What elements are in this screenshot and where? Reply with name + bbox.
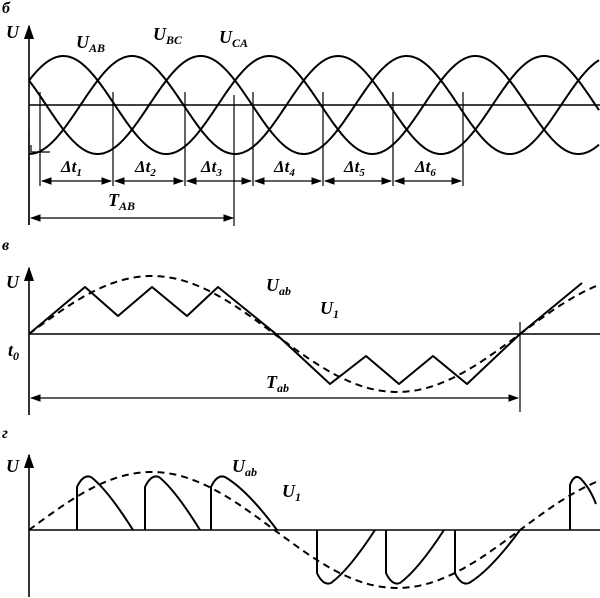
interval-label-3: Δt3 (200, 157, 222, 179)
fundamental-label-u1-v: U1 (320, 298, 339, 321)
panel-b-interval-markers (28, 92, 464, 226)
panel-b-letter: б (2, 0, 11, 17)
interval-label-1: Δt1 (60, 157, 82, 179)
interval-label-4: Δt4 (273, 157, 295, 179)
panel-b-u-axis-label: U (6, 22, 20, 42)
phase-wave-bc (28, 55, 600, 155)
series-label-uca: UCA (219, 27, 248, 50)
wave-label-uab-v: Uab (266, 275, 291, 298)
panel-b: б U UAB UBC UCA Δt1 Δt2 Δt3 Δt4 Δt5 Δt6 … (2, 0, 600, 226)
panel-v-letter: в (2, 237, 9, 254)
series-label-uab: UAB (76, 32, 105, 55)
phase-wave-ca (28, 55, 600, 155)
phase-wave-ab (28, 55, 600, 155)
panel-g-letter: г (2, 425, 8, 442)
period-label-tab-lower: Tab (266, 372, 289, 395)
panel-g-fundamental-wave (28, 471, 600, 589)
origin-hook (30, 145, 50, 153)
start-time-label-t0: t0 (8, 340, 19, 363)
period-label-tab: TAB (108, 190, 135, 213)
interval-label-6: Δt6 (414, 157, 436, 179)
panel-g-pulse-wave (76, 475, 597, 585)
interval-label-2: Δt2 (134, 157, 156, 179)
panel-g-u-axis-label: U (6, 456, 20, 476)
fundamental-label-u1-g: U1 (282, 481, 301, 504)
interval-label-5: Δt5 (343, 157, 365, 179)
wave-label-uab-g: Uab (232, 456, 257, 479)
panel-v: в U Uab U1 t0 Tab (2, 237, 600, 415)
panel-b-three-phase-waves (28, 55, 600, 155)
panel-v-u-axis-label: U (6, 272, 20, 292)
panel-g: г U Uab U1 (2, 425, 600, 597)
series-label-ubc: UBC (153, 24, 183, 47)
panel-v-fundamental-wave (28, 275, 600, 393)
panel-v-line-voltage-wave (28, 282, 583, 385)
